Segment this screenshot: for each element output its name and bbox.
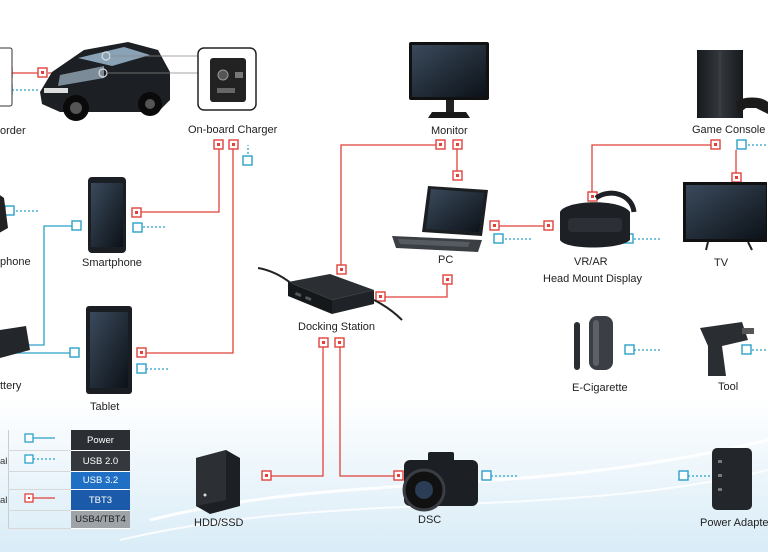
recorder-device [0,47,13,107]
car-image [40,42,198,121]
game-console-device [697,50,768,118]
legend-row-usb4: USB4/TBT4 [0,510,130,529]
legend-symbol [7,489,71,511]
legend-key [0,472,8,490]
pc-label: PC [438,254,454,266]
legend-name-tbt3: TBT3 [70,489,130,511]
legend-name-usb4: USB4/TBT4 [70,510,130,529]
battery-label: ttery [0,380,22,392]
tablet-label: Tablet [90,401,120,413]
power-wires [10,72,737,477]
legend-row-usb2: al USB 2.0 [0,450,130,472]
tool-device [700,322,754,376]
data-wires [12,89,768,477]
legend-name-power: Power [70,430,130,451]
tv-label: TV [714,257,729,269]
docking-station-label: Docking Station [298,321,376,333]
legend-key [0,511,8,529]
recorder-label: order [0,125,26,137]
phone-label: phone [0,256,31,268]
monitor-device [409,42,489,118]
legend-row-usb32: USB 3.2 [0,471,130,490]
power-adapter-label: Power Adapte [700,517,768,529]
power-line-symbol-icon [24,493,55,503]
legend-name-usb32: USB 3.2 [70,471,130,490]
e-cigarette-device [574,316,613,370]
docking-station-device [257,267,403,321]
hdd-ssd-label: HDD/SSD [194,517,244,529]
game-console-label: Game Console [692,124,766,136]
dsc-device [402,452,478,512]
monitor-label: Monitor [431,125,468,137]
vr-ar-label: VR/AR [574,256,608,268]
power-adapter-device [712,448,752,510]
vr-headset-device [560,190,637,248]
hdd-ssd-device [196,450,240,514]
tablet-device [86,306,132,394]
dsc-label: DSC [418,514,442,526]
tool-label: Tool [718,381,739,393]
legend-symbol [7,430,71,451]
legend-symbol [7,450,71,472]
head-mount-display-label: Head Mount Display [543,273,643,285]
legend-symbol [7,510,71,529]
data-line-symbol-icon [24,433,55,443]
onboard-charger-device [197,47,257,111]
legend-key: al [0,494,8,506]
tv-device [683,182,767,251]
legend-row-tbt3: al TBT3 [0,489,130,511]
legend-row-power: Power [0,430,130,451]
phone-device [0,195,8,233]
data-dashed-symbol-icon [24,454,55,464]
legend-key: al [0,455,8,467]
legend-name-usb2: USB 2.0 [70,450,130,472]
onboard-charger-label: On-board Charger [188,124,278,136]
legend-table: Power al USB 2.0 USB 3.2 al TBT3 USB4/TB… [0,430,130,529]
legend-symbol [7,471,71,490]
e-cigarette-label: E-Cigarette [572,382,628,394]
pc-device [392,186,488,252]
data-solid-wires [15,225,78,354]
smartphone-device [88,177,126,253]
battery-device [0,326,30,358]
legend-key [0,430,8,451]
smartphone-label: Smartphone [82,257,142,269]
